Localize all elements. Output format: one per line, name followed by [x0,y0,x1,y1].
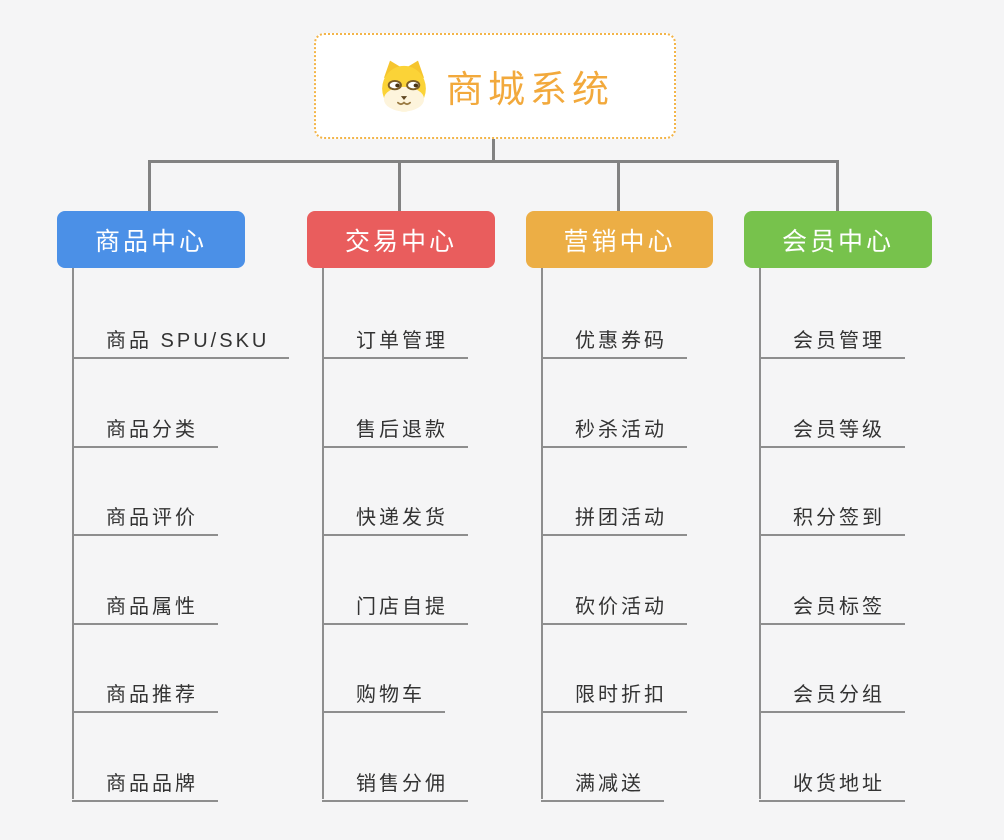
leaf-node[interactable]: 商品品牌 [72,752,218,802]
leaf-node[interactable]: 订单管理 [322,309,468,359]
leaf-node[interactable]: 会员标签 [759,575,905,625]
branch-label: 营销中心 [563,227,676,256]
connector-drop-1 [148,160,151,211]
leaf-node[interactable]: 购物车 [322,663,445,713]
leaf-node[interactable]: 收货地址 [759,752,905,802]
branch-1-item-line [72,268,74,799]
branch-node-member-center[interactable]: 会员中心 [744,211,932,268]
branch-3-item-line [541,268,543,799]
leaf-node[interactable]: 售后退款 [322,398,468,448]
leaf-node[interactable]: 会员分组 [759,663,905,713]
leaf-node[interactable]: 满减送 [541,752,664,802]
connector-drop-2 [398,160,401,211]
leaf-node[interactable]: 限时折扣 [541,663,687,713]
leaf-node[interactable]: 会员等级 [759,398,905,448]
leaf-node[interactable]: 砍价活动 [541,575,687,625]
branch-2-item-line [322,268,324,799]
leaf-node[interactable]: 商品推荐 [72,663,218,713]
leaf-node[interactable]: 销售分佣 [322,752,468,802]
connector-horizontal [149,160,839,163]
branch-label: 交易中心 [344,227,457,256]
branch-node-product-center[interactable]: 商品中心 [57,211,245,268]
leaf-node[interactable]: 积分签到 [759,486,905,536]
leaf-node[interactable]: 拼团活动 [541,486,687,536]
root-title: 商城系统 [446,69,614,110]
leaf-node[interactable]: 商品分类 [72,398,218,448]
connector-drop-3 [617,160,620,211]
branch-label: 商品中心 [94,227,207,256]
leaf-node[interactable]: 门店自提 [322,575,468,625]
connector-root-stub [492,139,495,162]
leaf-node[interactable]: 会员管理 [759,309,905,359]
connector-drop-4 [836,160,839,211]
branch-4-item-line [759,268,761,799]
leaf-node[interactable]: 商品 SPU/SKU [72,309,290,359]
leaf-node[interactable]: 秒杀活动 [541,398,687,448]
leaf-node[interactable]: 商品属性 [72,575,218,625]
leaf-node[interactable]: 快递发货 [322,486,468,536]
root-node[interactable]: 商城系统 [314,33,676,139]
leaf-node[interactable]: 优惠券码 [541,309,687,359]
leaf-node[interactable]: 商品评价 [72,486,218,536]
branch-node-marketing-center[interactable]: 营销中心 [526,211,713,268]
branch-node-trade-center[interactable]: 交易中心 [307,211,495,268]
shiba-dog-icon [382,60,426,112]
branch-label: 会员中心 [781,227,894,256]
